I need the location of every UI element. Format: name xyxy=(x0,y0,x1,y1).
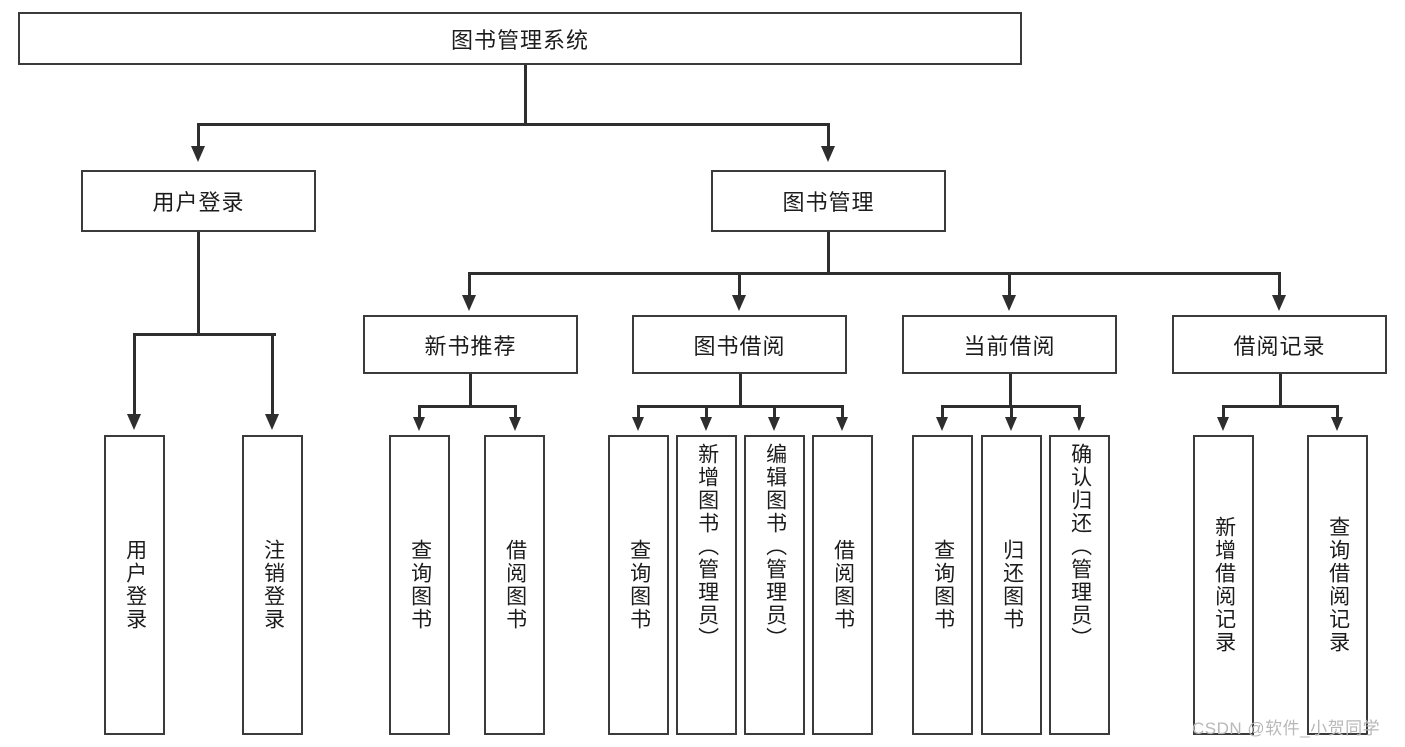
arrowhead-bm-to-borrow-record xyxy=(1272,295,1286,311)
connector-cb-to-leaf-0 xyxy=(941,405,944,417)
arrowhead-bb-to-leaf-1 xyxy=(700,417,712,431)
arrowhead-cb-to-leaf-0 xyxy=(936,417,948,431)
arrowhead-cb-to-leaf-2 xyxy=(1073,417,1085,431)
connector-book-borrow-stem xyxy=(739,374,742,407)
leaf-new-book-recommend-0[interactable]: 查询图书 xyxy=(389,435,450,735)
leaf-label: 用户登录 xyxy=(123,539,147,631)
connector-bm-to-current-borrow xyxy=(1008,272,1011,297)
arrowhead-br-to-leaf-1 xyxy=(1331,417,1343,431)
node-label: 当前借阅 xyxy=(963,333,1056,359)
arrowhead-root-to-user-login xyxy=(191,146,205,162)
arrowhead-bm-to-current-borrow xyxy=(1002,295,1016,311)
connector-current-borrow-stem xyxy=(1009,374,1012,407)
connector-bm-to-new-book-recommend xyxy=(468,272,471,297)
leaf-user-login-0[interactable]: 用户登录 xyxy=(104,435,165,735)
connector-borrow-record-stem xyxy=(1279,374,1282,407)
node-root-book-management-system[interactable]: 图书管理系统 xyxy=(18,12,1022,65)
arrowhead-user-login-to-leaf-0 xyxy=(127,414,141,430)
leaf-label: 新增借阅记录 xyxy=(1212,516,1236,654)
watermark-csdn: CSDN @软件_小贺同学 xyxy=(1192,714,1380,739)
leaf-book-borrow-2[interactable]: 编辑图书（管理员） xyxy=(744,435,805,735)
connector-user-login-bus xyxy=(133,333,276,336)
node-label: 用户登录 xyxy=(152,190,245,215)
arrowhead-bm-to-new-book-recommend xyxy=(462,295,476,311)
connector-user-login-to-leaf-0 xyxy=(133,333,136,415)
connector-bb-to-leaf-2 xyxy=(773,405,776,417)
leaf-borrow-record-0[interactable]: 新增借阅记录 xyxy=(1193,435,1254,735)
node-book-management[interactable]: 图书管理 xyxy=(711,170,946,232)
connector-bm-to-book-borrow xyxy=(738,272,741,297)
connector-book-management-bus xyxy=(468,272,1281,275)
leaf-new-book-recommend-1[interactable]: 借阅图书 xyxy=(484,435,545,735)
node-label: 借阅记录 xyxy=(1233,333,1326,359)
connector-cb-to-leaf-2 xyxy=(1078,405,1081,417)
node-label: 图书管理 xyxy=(782,190,875,215)
node-book-borrow[interactable]: 图书借阅 xyxy=(632,315,847,374)
leaf-label: 确认归还（管理员） xyxy=(1068,443,1092,650)
connector-nbr-to-leaf-0 xyxy=(418,405,421,417)
arrowhead-root-to-book-management xyxy=(821,146,835,162)
arrowhead-br-to-leaf-0 xyxy=(1217,417,1229,431)
node-current-borrow[interactable]: 当前借阅 xyxy=(902,315,1117,374)
node-borrow-record[interactable]: 借阅记录 xyxy=(1172,315,1387,374)
node-label: 图书借阅 xyxy=(693,333,786,359)
leaf-label: 查询图书 xyxy=(408,539,432,631)
connector-br-to-leaf-1 xyxy=(1336,405,1339,417)
arrowhead-bb-to-leaf-0 xyxy=(632,417,644,431)
leaf-label: 借阅图书 xyxy=(503,539,527,631)
connector-bm-to-borrow-record xyxy=(1278,272,1281,297)
leaf-label: 归还图书 xyxy=(1000,539,1024,631)
connector-user-login-to-leaf-1 xyxy=(271,333,274,415)
leaf-current-borrow-1[interactable]: 归还图书 xyxy=(981,435,1042,735)
leaf-label: 查询图书 xyxy=(931,539,955,631)
connector-bb-to-leaf-0 xyxy=(637,405,640,417)
connector-new-book-recommend-stem xyxy=(469,374,472,407)
node-label: 新书推荐 xyxy=(424,333,517,359)
node-user-login[interactable]: 用户登录 xyxy=(81,170,316,232)
node-label: 图书管理系统 xyxy=(450,27,589,53)
node-new-book-recommend[interactable]: 新书推荐 xyxy=(363,315,578,374)
connector-cb-to-leaf-1 xyxy=(1010,405,1013,417)
connector-root-bus xyxy=(197,123,829,126)
leaf-book-borrow-3[interactable]: 借阅图书 xyxy=(812,435,873,735)
connector-book-management-stem xyxy=(827,232,830,274)
connector-root-to-user-login xyxy=(197,123,200,148)
leaf-label: 注销登录 xyxy=(261,539,285,631)
leaf-label: 查询图书 xyxy=(627,539,651,631)
watermark-text: CSDN @软件_小贺同学 xyxy=(1192,719,1381,738)
connector-bb-to-leaf-3 xyxy=(841,405,844,417)
leaf-current-borrow-2[interactable]: 确认归还（管理员） xyxy=(1049,435,1110,735)
connector-bb-to-leaf-1 xyxy=(705,405,708,417)
arrowhead-nbr-to-leaf-1 xyxy=(509,417,521,431)
leaf-book-borrow-0[interactable]: 查询图书 xyxy=(608,435,669,735)
arrowhead-bb-to-leaf-2 xyxy=(768,417,780,431)
arrowhead-user-login-to-leaf-1 xyxy=(265,414,279,430)
connector-br-to-leaf-0 xyxy=(1222,405,1225,417)
connector-book-borrow-bus xyxy=(637,405,843,408)
connector-borrow-record-bus xyxy=(1222,405,1338,408)
connector-root-to-book-management xyxy=(827,123,830,148)
leaf-label: 查询借阅记录 xyxy=(1326,516,1350,654)
connector-new-book-recommend-bus xyxy=(418,405,517,408)
connector-root-stem xyxy=(524,65,527,125)
connector-nbr-to-leaf-1 xyxy=(514,405,517,417)
arrowhead-bm-to-book-borrow xyxy=(732,295,746,311)
arrowhead-bb-to-leaf-3 xyxy=(836,417,848,431)
leaf-user-login-1[interactable]: 注销登录 xyxy=(242,435,303,735)
leaf-label: 借阅图书 xyxy=(831,539,855,631)
leaf-book-borrow-1[interactable]: 新增图书（管理员） xyxy=(676,435,737,735)
arrowhead-nbr-to-leaf-0 xyxy=(413,417,425,431)
connector-user-login-stem xyxy=(197,232,200,335)
arrowhead-cb-to-leaf-1 xyxy=(1005,417,1017,431)
leaf-label: 新增图书（管理员） xyxy=(695,443,719,650)
leaf-label: 编辑图书（管理员） xyxy=(763,443,787,650)
leaf-borrow-record-1[interactable]: 查询借阅记录 xyxy=(1307,435,1368,735)
leaf-current-borrow-0[interactable]: 查询图书 xyxy=(912,435,973,735)
